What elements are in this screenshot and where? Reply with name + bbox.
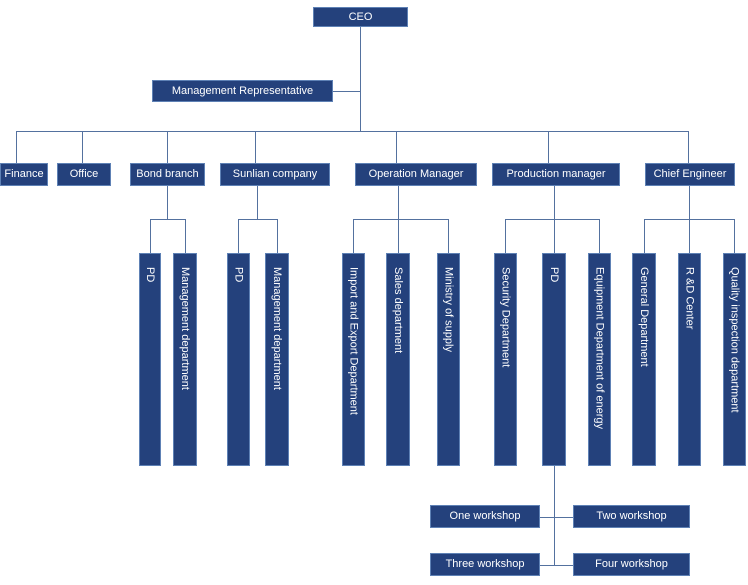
org-node-label: Production manager	[506, 168, 606, 181]
org-node-three-workshop: Three workshop	[430, 553, 540, 576]
connector-line	[540, 565, 573, 566]
org-node-label: Security Department	[499, 267, 512, 368]
org-node-label: PD	[232, 267, 245, 283]
org-node-label: Quality inspection department	[728, 267, 741, 413]
connector-line	[599, 219, 600, 253]
org-node-label: CEO	[348, 10, 373, 23]
org-node-production-pd: PD	[542, 253, 566, 466]
connector-line	[82, 131, 83, 163]
org-node-label: PD	[144, 267, 157, 283]
connector-line	[540, 517, 573, 518]
org-node-finance: Finance	[0, 163, 48, 186]
org-node-label: Finance	[4, 168, 44, 181]
org-node-bond-pd: PD	[139, 253, 161, 466]
connector-line	[554, 186, 555, 219]
org-node-import-export-department: Import and Export Department	[342, 253, 365, 466]
connector-line	[505, 219, 506, 253]
org-node-label: Two workshop	[596, 510, 667, 523]
org-node-label: PD	[548, 267, 561, 283]
org-node-management-representative: Management Representative	[152, 80, 333, 102]
connector-line	[688, 131, 689, 163]
org-node-label: Operation Manager	[368, 168, 464, 181]
org-node-quality-inspection-department: Quality inspection department	[723, 253, 746, 466]
connector-line	[396, 131, 397, 163]
org-node-label: Management Representative	[171, 84, 314, 97]
connector-line	[689, 186, 690, 219]
connector-line	[16, 131, 688, 132]
org-node-label: General Department	[638, 267, 651, 367]
connector-line	[689, 219, 690, 253]
org-node-bond-management-department: Management department	[173, 253, 197, 466]
org-node-ceo: CEO	[313, 7, 408, 27]
org-node-label: Four workshop	[595, 558, 668, 571]
connector-line	[238, 219, 239, 253]
connector-line	[333, 91, 360, 92]
org-node-label: Ministry of supply	[442, 267, 455, 352]
connector-line	[448, 219, 449, 253]
connector-line	[554, 466, 555, 565]
connector-line	[360, 27, 361, 131]
connector-line	[353, 219, 448, 220]
connector-line	[255, 131, 256, 163]
org-node-bond-branch: Bond branch	[130, 163, 205, 186]
org-node-two-workshop: Two workshop	[573, 505, 690, 528]
org-node-label: Office	[69, 168, 99, 181]
connector-line	[185, 219, 186, 253]
org-node-label: Sales department	[392, 267, 405, 354]
org-node-chief-engineer: Chief Engineer	[645, 163, 735, 186]
org-node-sunlian-company: Sunlian company	[220, 163, 330, 186]
org-node-label: Management department	[179, 267, 192, 390]
org-node-office: Office	[57, 163, 111, 186]
org-node-four-workshop: Four workshop	[573, 553, 690, 576]
connector-line	[238, 219, 277, 220]
connector-line	[548, 131, 549, 163]
connector-line	[644, 219, 645, 253]
connector-line	[257, 186, 258, 219]
connector-line	[150, 219, 151, 253]
connector-line	[398, 219, 399, 253]
connector-line	[734, 219, 735, 253]
org-node-label: Bond branch	[136, 168, 199, 181]
org-node-sunlian-pd: PD	[227, 253, 250, 466]
org-node-label: Management department	[271, 267, 284, 390]
org-node-one-workshop: One workshop	[430, 505, 540, 528]
org-node-label: Chief Engineer	[653, 168, 727, 181]
connector-line	[16, 131, 17, 163]
connector-line	[398, 186, 399, 219]
org-node-label: Three workshop	[445, 558, 525, 571]
org-node-label: One workshop	[449, 510, 521, 523]
connector-line	[277, 219, 278, 253]
org-node-equipment-department-of-energy: Equipment Department of energy	[588, 253, 611, 466]
org-node-operation-manager: Operation Manager	[355, 163, 477, 186]
org-node-production-manager: Production manager	[492, 163, 620, 186]
org-node-ministry-of-supply: Ministry of supply	[437, 253, 460, 466]
org-node-label: Equipment Department of energy	[593, 267, 606, 430]
org-node-general-department: General Department	[632, 253, 656, 466]
connector-line	[167, 131, 168, 163]
org-node-sales-department: Sales department	[386, 253, 410, 466]
org-node-rd-center: R &D Center	[678, 253, 701, 466]
org-node-label: Sunlian company	[232, 168, 318, 181]
org-node-label: Import and Export Department	[347, 267, 360, 415]
connector-line	[150, 219, 185, 220]
connector-line	[353, 219, 354, 253]
org-node-sunlian-management-department: Management department	[265, 253, 289, 466]
connector-line	[167, 186, 168, 219]
org-node-label: R &D Center	[683, 267, 696, 330]
connector-line	[505, 219, 599, 220]
connector-line	[554, 219, 555, 253]
org-node-security-department: Security Department	[494, 253, 517, 466]
